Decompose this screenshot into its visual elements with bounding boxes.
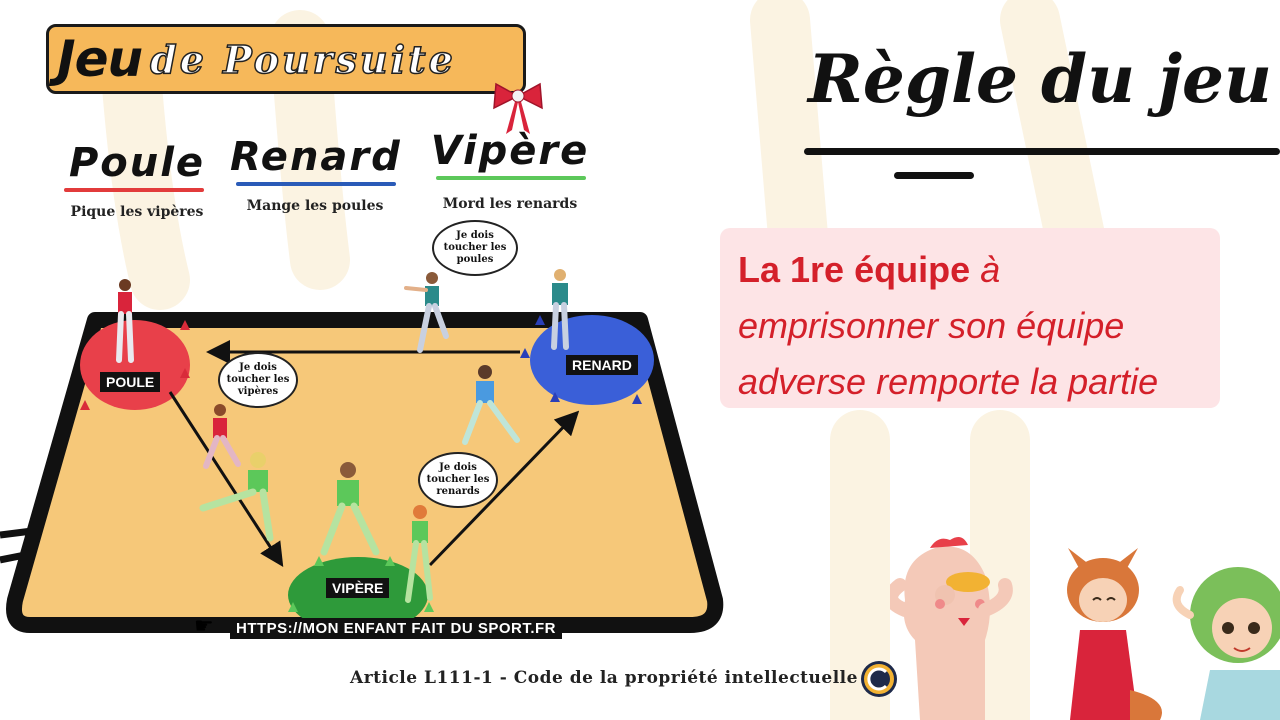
medusa-costume-child [1172, 567, 1280, 720]
rule-line3: adverse remporte la partie [738, 361, 1159, 402]
cones [80, 315, 642, 612]
heading-underline [804, 148, 1280, 155]
role-name: Poule [68, 140, 206, 186]
role-underline [236, 182, 396, 186]
role-underline [64, 188, 204, 192]
title-jeu: Jeu [57, 30, 143, 88]
zone-label-poule: POULE [100, 372, 161, 392]
bow-icon [493, 82, 543, 134]
circle-logo-icon [861, 661, 897, 697]
fox-costume-child [1067, 548, 1162, 720]
children-figures [116, 269, 569, 603]
costumed-children-illustration [890, 536, 1280, 720]
copyright-footer: Article L111-1 - Code de la propriété in… [350, 668, 858, 688]
role-renard: Renard Mange les poules [230, 134, 400, 214]
speech-bubble-vipere: Je dois toucher les renards [418, 452, 498, 508]
role-poule: Poule Pique les vipères [62, 140, 212, 220]
role-name: Vipère [430, 128, 590, 174]
role-description: Mange les poules [246, 198, 384, 214]
pointing-hand-icon: ☛ [194, 614, 214, 639]
rule-line1-rest: à [970, 249, 1001, 290]
role-description: Pique les vipères [70, 204, 204, 220]
role-name: Renard [230, 134, 402, 180]
rule-line2: emprisonner son équipe [738, 305, 1125, 346]
court [6, 312, 724, 633]
rule-text: La 1re équipe à emprisonner son équipe a… [738, 242, 1158, 410]
speech-bubble-poule: Je dois toucher les vipères [218, 352, 298, 408]
rule-strong: La 1re équipe [738, 249, 971, 290]
zone-label-renard: RENARD [566, 355, 638, 375]
title-rest: de Poursuite [149, 36, 456, 83]
zone-label-vipere: VIPÈRE [326, 578, 390, 598]
game-title: Jeu de Poursuite [46, 24, 526, 94]
rule-box [720, 228, 1220, 408]
rules-heading: Règle du jeu [808, 40, 1272, 118]
website-url[interactable]: HTTPS://MON ENFANT FAIT DU SPORT.FR [230, 618, 562, 639]
speech-bubble-renard: Je dois toucher les poules [432, 220, 518, 276]
role-vipere: Vipère Mord les renards [430, 128, 590, 212]
chicken-costume-child [890, 536, 1013, 720]
role-underline [436, 176, 586, 180]
heading-underline-short [894, 172, 974, 179]
role-description: Mord les renards [442, 196, 578, 212]
